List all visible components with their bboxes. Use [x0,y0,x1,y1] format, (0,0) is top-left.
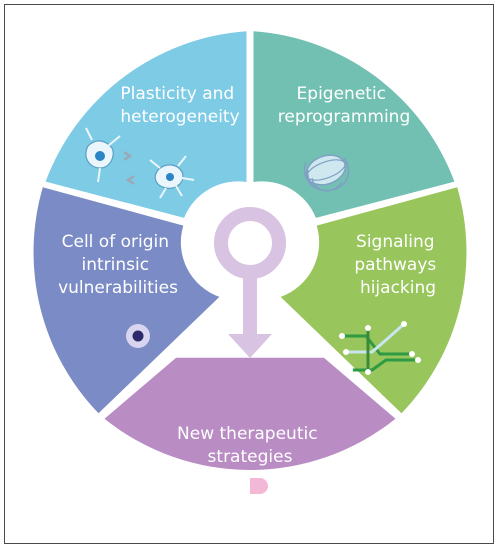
chromatin-nucleosome-icon [303,154,350,192]
cell-nucleus-icon [126,324,150,348]
segment-epigenetic-label: Epigenetic reprogramming [278,84,411,127]
pill-capsule-icon [232,478,268,494]
segment-plasticity-label: Plasticity and heterogeneity [120,84,239,127]
segment-cell-origin [33,187,220,414]
segment-therapeutic-label: New therapeutic strategies [177,424,323,467]
segment-signaling [280,187,467,414]
pathway-network-icon [339,321,421,375]
segment-epigenetic [253,31,455,218]
segment-plasticity [45,31,247,218]
segment-therapeutic [104,357,396,470]
segment-signaling-label: Signaling pathways hijacking [354,232,441,298]
segment-cell-origin-label: Cell of origin intrinsic vulnerabilities [58,232,178,298]
center-arrow-icon [214,207,286,358]
cells-migrating-icon [85,127,195,199]
